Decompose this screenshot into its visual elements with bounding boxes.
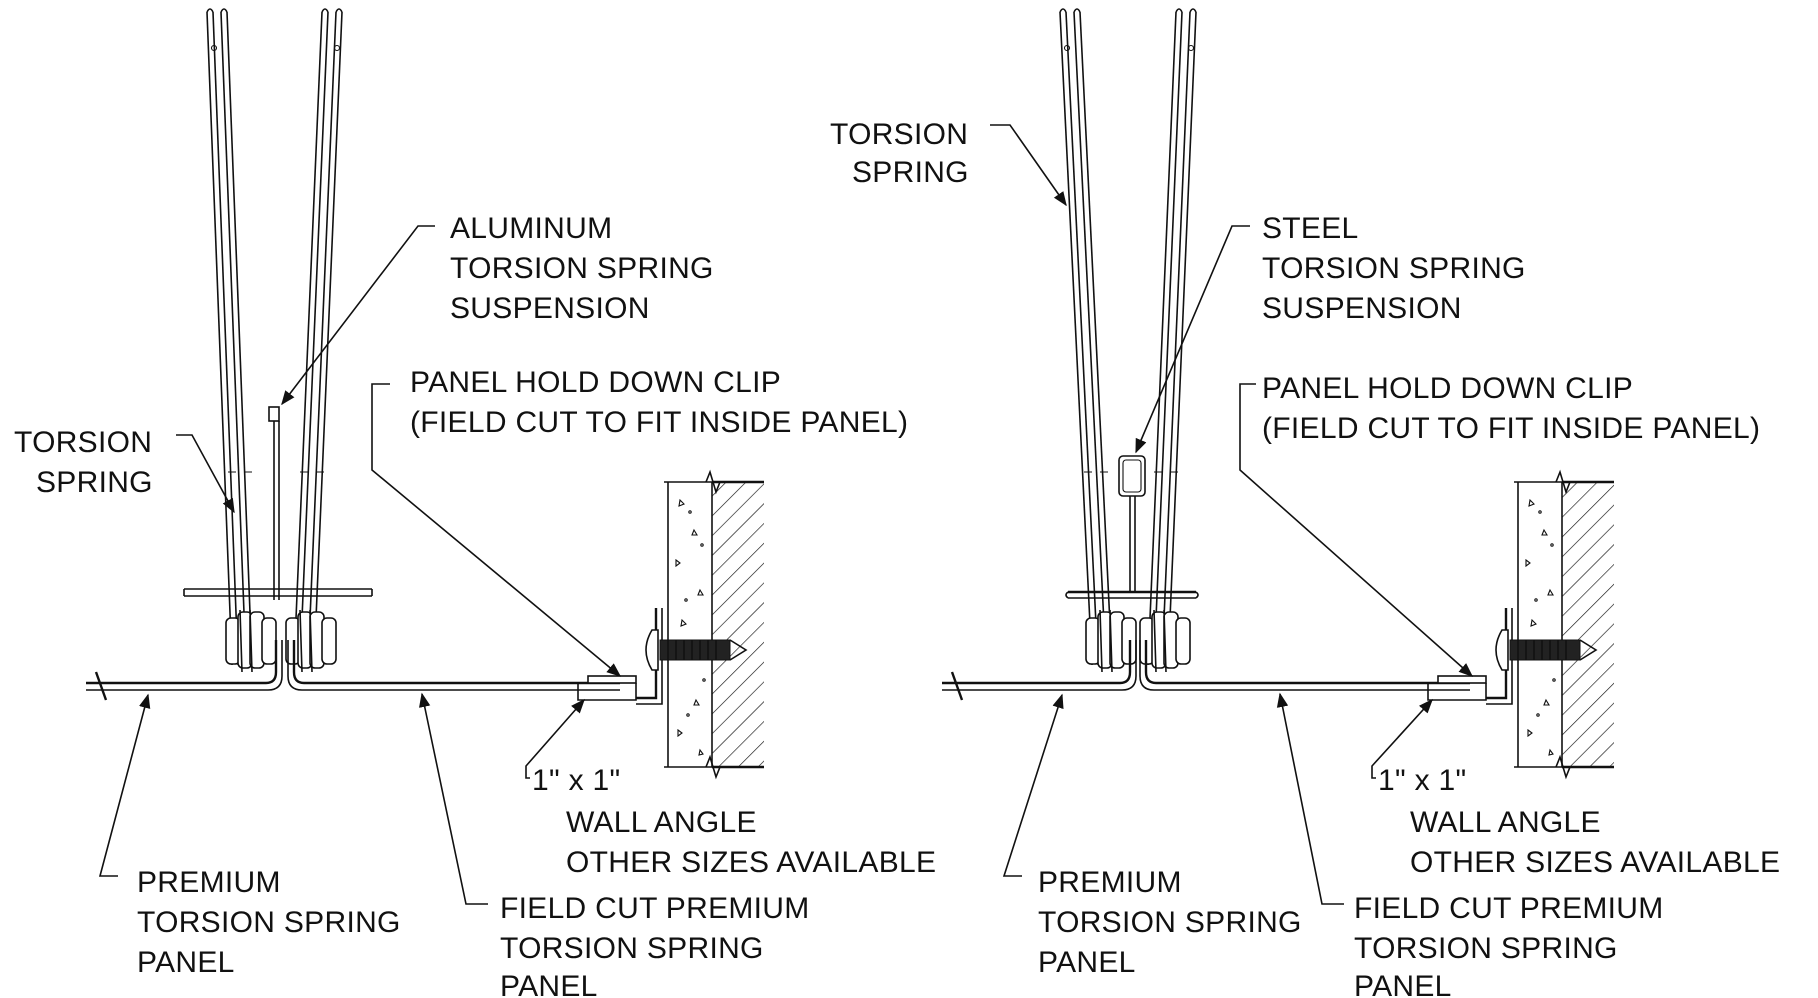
right-detail: TORSION SPRING STEEL TORSION SPRING SUSP… <box>830 8 1780 998</box>
left-torsion-spring-label: TORSION SPRING <box>14 426 153 499</box>
label-line: SPRING <box>852 156 969 189</box>
concrete-speckles <box>1524 498 1556 756</box>
label-line: WALL ANGLE <box>566 806 757 839</box>
label-line: SUSPENSION <box>450 292 650 325</box>
label-line: PANEL <box>500 970 598 998</box>
label-line: (FIELD CUT TO FIT INSIDE PANEL) <box>410 406 908 439</box>
label-line: TORSION SPRING <box>1262 252 1526 285</box>
label-line: TORSION SPRING <box>450 252 714 285</box>
right-panel-label: PREMIUM TORSION SPRING PANEL <box>1038 866 1302 979</box>
label-line: WALL ANGLE <box>1410 806 1601 839</box>
right-wall <box>1514 469 1614 780</box>
label-line: TORSION SPRING <box>1038 906 1302 939</box>
label-line: TORSION SPRING <box>500 932 764 965</box>
label-line: TORSION SPRING <box>1354 932 1618 965</box>
label-line: PANEL <box>137 946 235 979</box>
label-line: 1" x 1" <box>1378 764 1466 797</box>
label-line: TORSION <box>830 118 968 151</box>
label-line: PANEL <box>1038 946 1136 979</box>
concrete-speckles <box>674 498 706 756</box>
left-torsion-spring-wires-b <box>293 8 343 666</box>
steel-suspension <box>1065 455 1199 599</box>
label-line: SPRING <box>36 466 153 499</box>
left-detail: ALUMINUM TORSION SPRING SUSPENSION TORSI… <box>14 8 936 998</box>
label-line: TORSION SPRING <box>137 906 401 939</box>
right-torsion-spring-wires-b <box>1147 8 1197 666</box>
label-line: PREMIUM <box>1038 866 1182 899</box>
left-panel <box>86 640 637 701</box>
label-line: (FIELD CUT TO FIT INSIDE PANEL) <box>1262 412 1760 445</box>
left-spring-coils <box>225 609 337 673</box>
right-wall-angle-label: 1" x 1" WALL ANGLE OTHER SIZES AVAILABLE <box>1378 764 1780 879</box>
left-suspension-label: ALUMINUM TORSION SPRING SUSPENSION <box>450 212 714 325</box>
label-line: PREMIUM <box>137 866 281 899</box>
left-panel-label: PREMIUM TORSION SPRING PANEL <box>137 866 401 979</box>
label-line: PANEL <box>1354 970 1452 998</box>
right-panel <box>942 640 1487 701</box>
right-hold-down-clip <box>1437 675 1487 684</box>
left-field-cut-label: FIELD CUT PREMIUM TORSION SPRING PANEL <box>500 892 810 998</box>
label-line: PANEL HOLD DOWN CLIP <box>410 366 781 399</box>
label-line: FIELD CUT PREMIUM <box>1354 892 1664 925</box>
label-line: STEEL <box>1262 212 1359 245</box>
left-wall <box>664 469 764 780</box>
label-line: ALUMINUM <box>450 212 612 245</box>
right-torsion-spring-wires-a <box>1059 8 1113 666</box>
label-line: 1" x 1" <box>532 764 620 797</box>
right-suspension-label: STEEL TORSION SPRING SUSPENSION <box>1262 212 1526 325</box>
left-hold-down-clip <box>587 675 637 684</box>
right-wall-screw <box>1495 629 1598 671</box>
label-line: PANEL HOLD DOWN CLIP <box>1262 372 1633 405</box>
right-spring-coils <box>1085 609 1191 673</box>
left-clip-label: PANEL HOLD DOWN CLIP (FIELD CUT TO FIT I… <box>410 366 908 439</box>
label-line: TORSION <box>14 426 152 459</box>
right-field-cut-label: FIELD CUT PREMIUM TORSION SPRING PANEL <box>1354 892 1664 998</box>
label-line: SUSPENSION <box>1262 292 1462 325</box>
left-wall-angle-label: 1" x 1" WALL ANGLE OTHER SIZES AVAILABLE <box>532 764 936 879</box>
aluminum-suspension <box>183 406 373 600</box>
left-wall-screw <box>645 629 748 671</box>
left-torsion-spring-wires-a <box>206 8 253 666</box>
label-line: OTHER SIZES AVAILABLE <box>566 846 936 879</box>
right-clip-label: PANEL HOLD DOWN CLIP (FIELD CUT TO FIT I… <box>1262 372 1760 445</box>
label-line: FIELD CUT PREMIUM <box>500 892 810 925</box>
right-torsion-spring-label: TORSION SPRING <box>830 118 969 189</box>
label-line: OTHER SIZES AVAILABLE <box>1410 846 1780 879</box>
